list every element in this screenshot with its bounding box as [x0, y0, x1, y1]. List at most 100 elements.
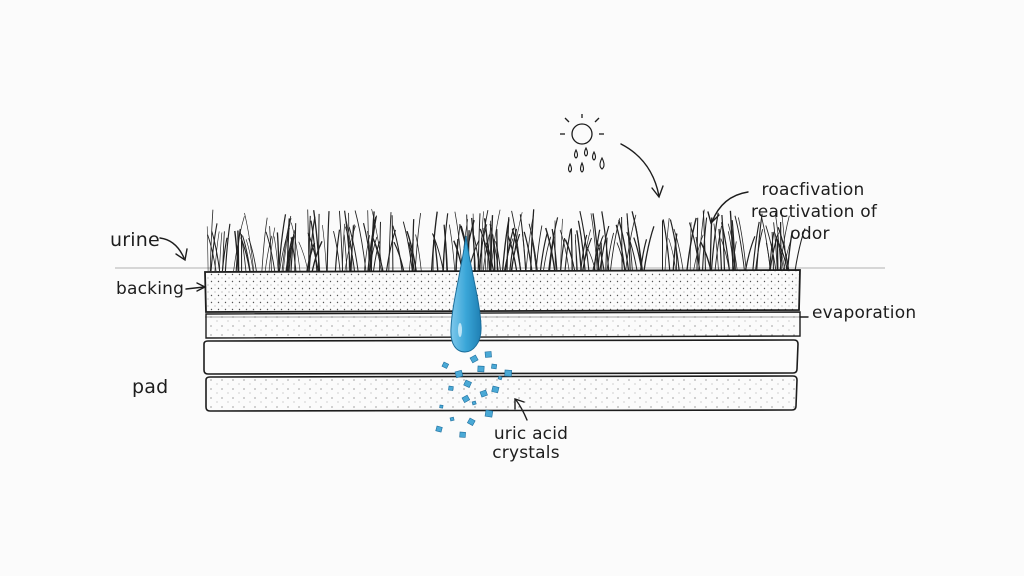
carpet-fiber [626, 231, 638, 272]
carpet-fiber [288, 229, 296, 272]
carpet-fiber [219, 232, 223, 272]
urine-arrow-head [175, 248, 188, 262]
carpet-fiber [268, 227, 276, 272]
carpet-fiber [379, 221, 381, 272]
carpet-fiber [432, 234, 439, 272]
carpet-fiber [600, 242, 603, 272]
backing-label: backing [116, 279, 185, 299]
carpet-fiber [211, 231, 221, 272]
carpet-fiber [559, 229, 570, 272]
carpet-fiber [482, 227, 487, 272]
carpet-fiber [761, 217, 771, 272]
carpet-fiber [639, 239, 648, 272]
carpet-fiber [392, 225, 403, 272]
carpet-fiber [473, 235, 481, 272]
carpet-fiber [308, 215, 311, 272]
pad-label: pad [132, 376, 169, 398]
carpet-fiber [308, 216, 316, 272]
carpet-fiber [345, 217, 355, 272]
carpet-fiber [370, 211, 375, 272]
carpet-fiber [294, 223, 297, 272]
carpet-fiber [276, 232, 280, 272]
carpet-fiber [385, 229, 396, 272]
carpet-fiber [414, 213, 422, 272]
carpet-fiber [282, 218, 292, 272]
carpet-fiber [615, 224, 626, 272]
carpet-fiber [493, 239, 496, 272]
carpet-fiber [233, 216, 245, 272]
carpet-fiber [373, 241, 380, 272]
reactivation-label-line3: odor [790, 224, 830, 244]
carpet-fiber [507, 235, 518, 272]
pad-layer-bottom [205, 375, 798, 412]
carpet-fiber [548, 236, 555, 272]
carpet-fiber [448, 224, 456, 272]
carpet-fiber [402, 221, 413, 272]
carpet-fiber [482, 234, 490, 272]
carpet-fiber [579, 210, 590, 272]
carpet-fiber [738, 217, 747, 272]
carpet-fiber [669, 219, 680, 272]
carpet-fiber [478, 210, 489, 272]
carpet-fiber [755, 229, 764, 272]
carpet-fiber [771, 231, 774, 272]
carpet-fiber [298, 241, 309, 272]
carpet-fiber [244, 212, 255, 272]
carpet-fiber [563, 238, 576, 272]
carpet-fiber [443, 224, 448, 272]
carpet-fiber [752, 221, 760, 272]
uric-acid-arrow [515, 399, 528, 421]
carpet-fiber [349, 224, 355, 272]
carpet-fiber [577, 220, 586, 272]
carpet-fiber [311, 240, 323, 272]
carpet-fiber [542, 236, 552, 272]
carpet-fiber [506, 217, 510, 272]
carpet-fiber [472, 213, 475, 272]
carpet-fiber [313, 210, 321, 272]
urine-arrow [159, 237, 185, 259]
carpet-fiber [510, 233, 521, 272]
carpet-fiber [214, 231, 220, 272]
backing-arrow-head [196, 282, 207, 292]
pad-layer-top [203, 339, 799, 375]
carpet-fiber [483, 218, 491, 272]
sun-icon [560, 114, 604, 145]
carpet-fiber [348, 226, 359, 272]
carpet-fiber [564, 229, 572, 272]
crystal [504, 369, 513, 377]
carpet-fiber [560, 218, 563, 272]
carpet-fiber [496, 229, 499, 272]
carpet-fiber [344, 225, 356, 272]
carpet-fiber [281, 215, 292, 272]
carpet-fiber [631, 211, 644, 272]
carpet-fiber [609, 218, 621, 272]
carpet-fiber [780, 221, 782, 272]
carpet-fiber [714, 225, 723, 272]
carpet-fiber [242, 235, 251, 272]
crystal [491, 385, 500, 394]
carpet-fiber [702, 210, 706, 272]
carpet-fiber [626, 213, 631, 272]
carpet-fiber [731, 220, 736, 272]
carpet-fiber [673, 228, 684, 272]
crystal [471, 400, 477, 406]
evaporation-label: evaporation [812, 303, 917, 323]
carpet-fiber [606, 232, 615, 272]
carpet-fiber [210, 223, 218, 272]
carpet-fiber [368, 236, 378, 272]
crystal [479, 389, 488, 398]
carpet-fiber [326, 211, 330, 272]
crystal [448, 385, 454, 391]
reactivation-arrow [711, 191, 749, 223]
carpet-fiber [408, 242, 415, 272]
carpet-fiber [322, 225, 327, 272]
sun-arrow [620, 143, 660, 197]
carpet-fiber [485, 242, 495, 272]
carpet-fiber [599, 225, 610, 272]
carpet-fiber [720, 238, 730, 272]
carpet-fiber [769, 232, 779, 272]
carpet-fiber [744, 236, 756, 272]
carpet-fiber [774, 233, 784, 272]
backing-arrow [185, 286, 205, 290]
